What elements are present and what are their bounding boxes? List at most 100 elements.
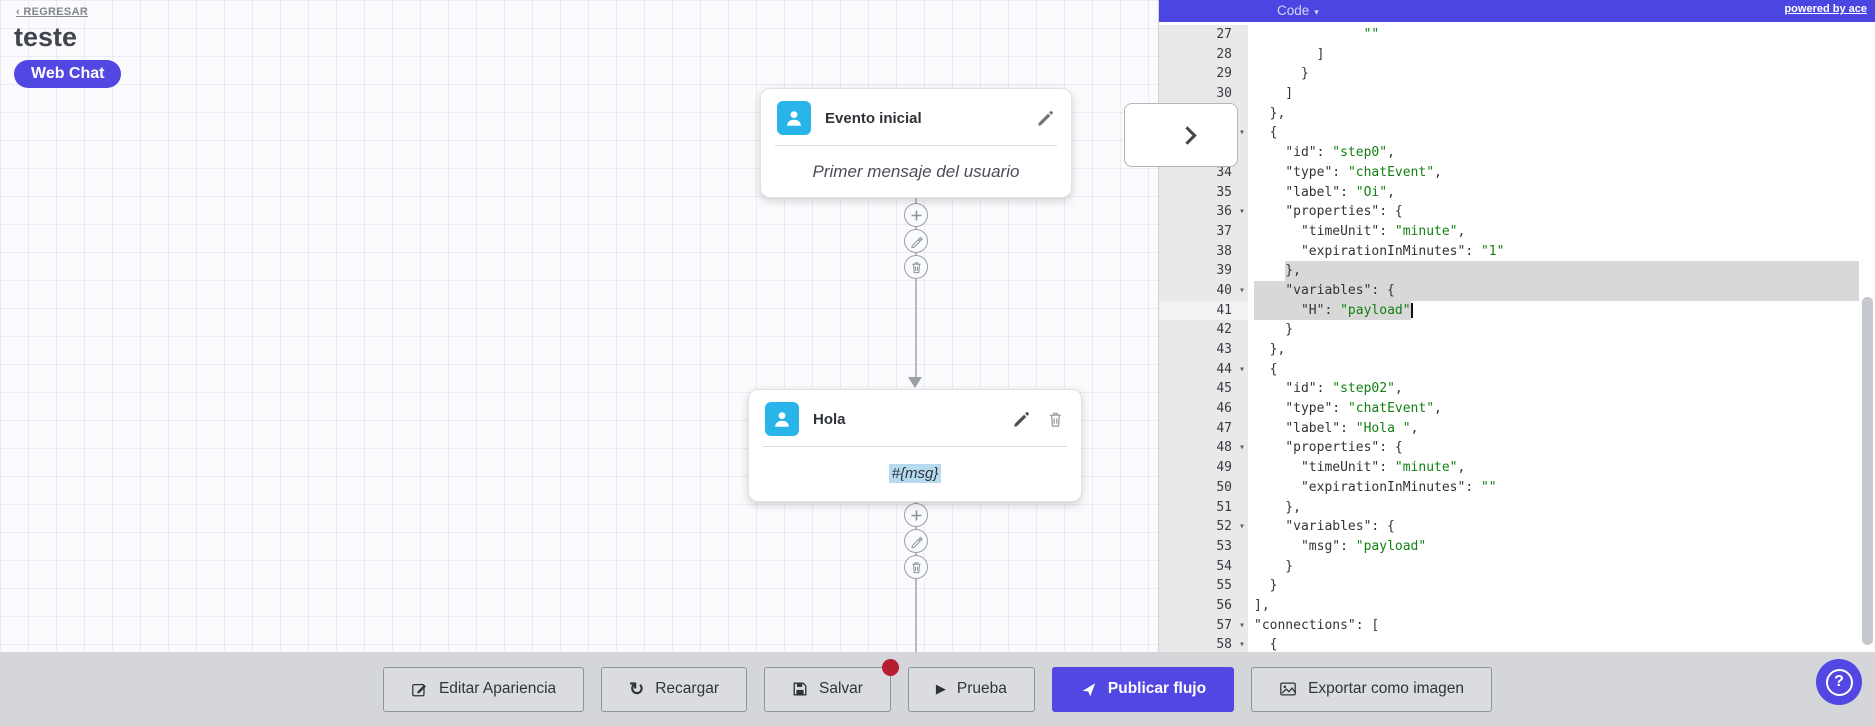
line-number[interactable]: 52▾ — [1159, 517, 1248, 537]
code-line[interactable]: 47 "label": "Hola ", — [1159, 418, 1875, 439]
code-line[interactable]: 33 "id": "step0", — [1159, 143, 1875, 163]
fold-toggle-icon[interactable]: ▾ — [1238, 521, 1245, 533]
code-line[interactable]: 44▾ { — [1159, 359, 1875, 380]
collapse-code-panel-button[interactable] — [1124, 103, 1238, 167]
line-number[interactable]: 49 — [1159, 458, 1248, 478]
code-line[interactable]: 41 "H": "payload" — [1159, 300, 1875, 321]
code-text: "id": "step0", — [1285, 145, 1395, 161]
fold-toggle-icon[interactable]: ▾ — [1238, 619, 1245, 631]
code-line[interactable]: 28 ] — [1159, 44, 1875, 65]
code-text: "H": "payload" — [1300, 302, 1411, 318]
line-number[interactable]: 30 — [1159, 84, 1248, 104]
unsaved-changes-badge — [881, 658, 899, 676]
line-number[interactable]: 48▾ — [1159, 438, 1248, 459]
export-image-button[interactable]: Exportar como imagen — [1251, 666, 1493, 712]
code-line[interactable]: 54 } — [1159, 556, 1875, 577]
line-number[interactable]: 56 — [1159, 595, 1248, 616]
code-line[interactable]: 34 "type": "chatEvent", — [1159, 162, 1875, 183]
line-number[interactable]: 41 — [1159, 300, 1248, 321]
code-line[interactable]: 32▾ { — [1159, 123, 1875, 144]
code-line[interactable]: 58▾ { — [1159, 635, 1875, 652]
node-evento-inicial[interactable]: Evento inicial Primer mensaje del usuari… — [760, 88, 1072, 198]
line-number[interactable]: 47 — [1159, 418, 1248, 439]
line-number[interactable]: 35 — [1159, 182, 1248, 203]
channel-badge: Web Chat — [14, 60, 122, 88]
line-number[interactable]: 37 — [1159, 221, 1248, 242]
code-editor[interactable]: 27 ""28 ]29 }30 ]31 },32▾ {33 "id": "ste… — [1159, 22, 1875, 652]
back-link[interactable]: ‹ REGRESAR — [16, 6, 89, 18]
code-line[interactable]: 42 } — [1159, 320, 1875, 340]
code-line[interactable]: 49 "timeUnit": "minute", — [1159, 458, 1875, 478]
code-line[interactable]: 46 "type": "chatEvent", — [1159, 399, 1875, 419]
code-line[interactable]: 36▾ "properties": { — [1159, 202, 1875, 222]
fold-toggle-icon[interactable]: ▾ — [1238, 206, 1245, 218]
line-number[interactable]: 27 — [1159, 25, 1248, 45]
line-number[interactable]: 44▾ — [1159, 359, 1248, 380]
line-number[interactable]: 39 — [1159, 261, 1248, 281]
edit-appearance-button[interactable]: Editar Apariencia — [382, 666, 585, 712]
code-line[interactable]: 50 "expirationInMinutes": "" — [1159, 477, 1875, 498]
code-line[interactable]: 29 } — [1159, 64, 1875, 85]
line-number[interactable]: 50 — [1159, 477, 1248, 498]
edit-connection-button[interactable] — [904, 229, 928, 253]
edit-node-button[interactable] — [1011, 409, 1031, 429]
code-line[interactable]: 53 "msg": "payload" — [1159, 536, 1875, 557]
fold-toggle-icon[interactable]: ▾ — [1238, 363, 1245, 375]
fold-toggle-icon[interactable]: ▾ — [1238, 284, 1245, 296]
delete-connection-button[interactable] — [904, 555, 928, 579]
code-line[interactable]: 37 "timeUnit": "minute", — [1159, 221, 1875, 242]
code-line[interactable]: 30 ] — [1159, 84, 1875, 104]
line-number[interactable]: 38 — [1159, 241, 1248, 262]
line-number[interactable]: 40▾ — [1159, 280, 1248, 301]
node-hola[interactable]: Hola #{msg} — [748, 389, 1082, 502]
edit-node-button[interactable] — [1035, 108, 1055, 128]
edit-connection-button[interactable] — [904, 529, 928, 553]
editor-scrollbar[interactable] — [1862, 297, 1873, 645]
line-number[interactable]: 58▾ — [1159, 635, 1248, 652]
help-button[interactable]: ? — [1816, 659, 1862, 705]
line-number[interactable]: 55 — [1159, 576, 1248, 596]
code-line[interactable]: 27 "" — [1159, 25, 1875, 45]
line-number[interactable]: 42 — [1159, 320, 1248, 340]
reload-button[interactable]: ↻ Recargar — [601, 666, 747, 712]
line-number[interactable]: 54 — [1159, 556, 1248, 577]
add-step-button[interactable] — [904, 503, 928, 527]
code-line[interactable]: 39 }, — [1159, 261, 1875, 281]
code-line[interactable]: 45 "id": "step02", — [1159, 379, 1875, 400]
add-step-button[interactable] — [904, 203, 928, 227]
line-number[interactable]: 34 — [1159, 162, 1248, 183]
code-line[interactable]: 43 }, — [1159, 340, 1875, 360]
code-line[interactable]: 40▾ "variables": { — [1159, 280, 1875, 301]
flow-canvas[interactable]: ‹ REGRESAR teste Web Chat Evento inicial — [0, 0, 1158, 652]
publish-flow-button[interactable]: Publicar flujo — [1051, 666, 1235, 712]
code-line[interactable]: 48▾ "properties": { — [1159, 438, 1875, 459]
code-line[interactable]: 52▾ "variables": { — [1159, 517, 1875, 537]
delete-connection-button[interactable] — [904, 255, 928, 279]
line-number[interactable]: 28 — [1159, 44, 1248, 65]
code-text: }, — [1254, 105, 1286, 121]
code-line[interactable]: 35 "label": "Oi", — [1159, 182, 1875, 203]
code-line[interactable]: 31 }, — [1159, 103, 1875, 124]
save-button[interactable]: Salvar — [763, 658, 899, 712]
line-number[interactable]: 53 — [1159, 536, 1248, 557]
fold-toggle-icon[interactable]: ▾ — [1238, 442, 1245, 454]
code-line[interactable]: 55 } — [1159, 576, 1875, 596]
fold-toggle-icon[interactable]: ▾ — [1238, 127, 1245, 139]
line-number[interactable]: 57▾ — [1159, 615, 1248, 636]
test-button[interactable]: ▶ Prueba — [907, 666, 1035, 712]
line-number[interactable]: 46 — [1159, 399, 1248, 419]
line-number[interactable]: 51 — [1159, 497, 1248, 518]
code-mode-dropdown[interactable]: Code▾ — [1277, 3, 1319, 18]
code-line[interactable]: 51 }, — [1159, 497, 1875, 518]
line-number[interactable]: 43 — [1159, 340, 1248, 360]
code-line[interactable]: 38 "expirationInMinutes": "1" — [1159, 241, 1875, 262]
code-text: }, — [1254, 263, 1301, 279]
delete-node-button[interactable] — [1045, 409, 1065, 429]
code-line[interactable]: 56], — [1159, 595, 1875, 616]
powered-by-ace-link[interactable]: powered by ace — [1784, 3, 1867, 15]
line-number[interactable]: 36▾ — [1159, 202, 1248, 222]
line-number[interactable]: 29 — [1159, 64, 1248, 85]
fold-toggle-icon[interactable]: ▾ — [1238, 639, 1245, 651]
code-line[interactable]: 57▾"connections": [ — [1159, 615, 1875, 636]
line-number[interactable]: 45 — [1159, 379, 1248, 400]
